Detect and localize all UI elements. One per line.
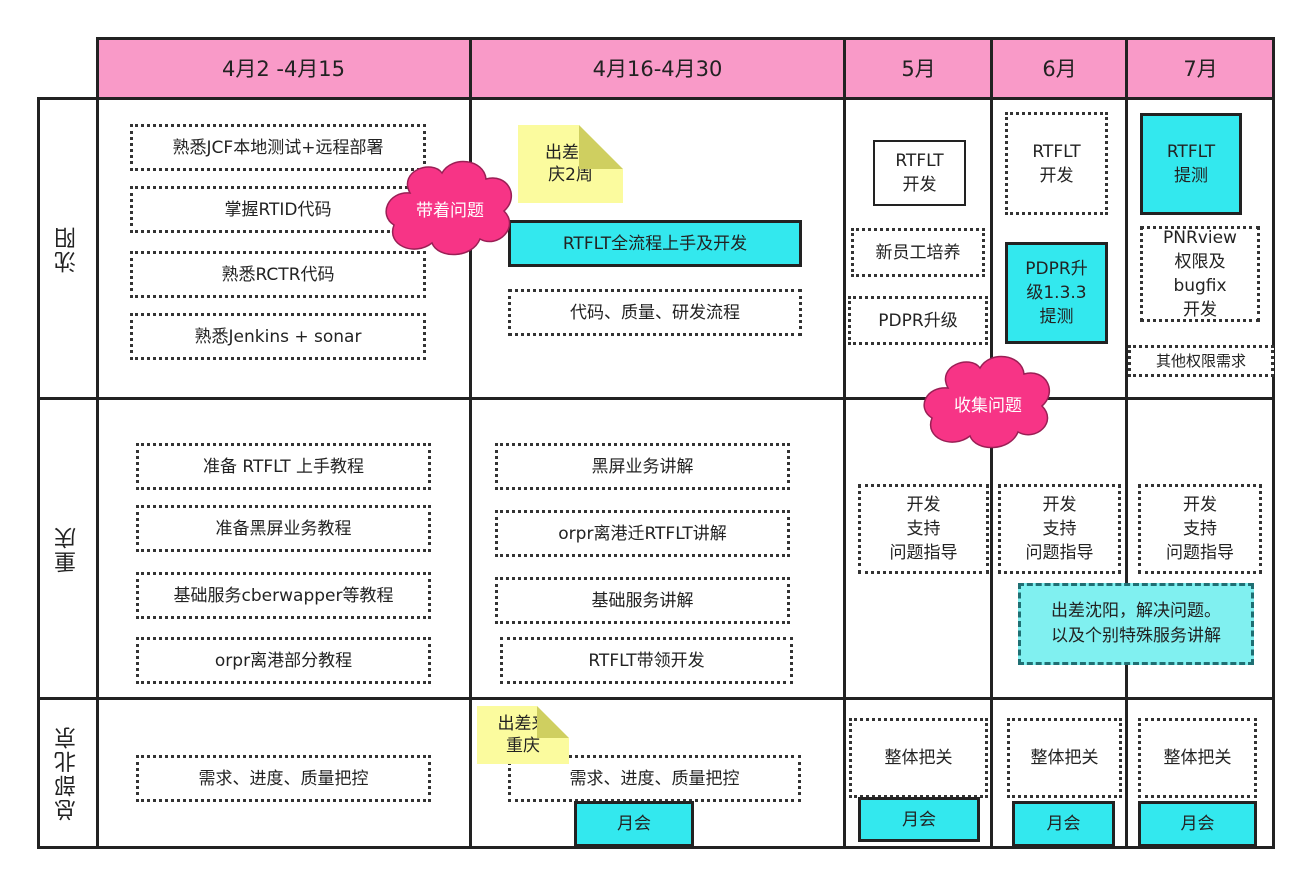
grid-line	[843, 37, 846, 849]
task-blackscreen-lecture: 黑屏业务讲解	[495, 443, 790, 490]
header-may: 5月	[845, 38, 992, 98]
row-label-chongqing: 重庆	[55, 524, 80, 573]
grid-line	[37, 97, 40, 849]
task-pdpr-1-3-3-test: PDPR升 级1.3.3 提测	[1005, 242, 1108, 344]
task-jun-overall-control: 整体把关	[1007, 718, 1122, 798]
task-trip-shenyang: 出差沈阳，解决问题。 以及个别特殊服务讲解	[1018, 583, 1254, 665]
task-rctr-code: 熟悉RCTR代码	[130, 251, 426, 298]
monthly-meeting-jul: 月会	[1138, 801, 1257, 847]
task-may-rtflt-dev: RTFLT 开发	[873, 140, 966, 206]
task-jun-dev-support: 开发 支持 问题指导	[998, 484, 1121, 574]
row-label-beijing: 总部北京	[55, 725, 80, 821]
header-jun: 6月	[992, 38, 1127, 98]
task-orpr-migration-lecture: orpr离港迁RTFLT讲解	[495, 510, 790, 557]
cloud-shape	[923, 355, 1051, 449]
task-jul-overall-control: 整体把关	[1138, 718, 1257, 798]
task-base-service-tutorial: 基础服务cberwapper等教程	[136, 572, 431, 619]
task-pnrview-permission: PNRview 权限及 bugfix 开发	[1140, 226, 1260, 322]
row-label-shenyang: 沈阳	[55, 224, 80, 273]
task-rtid-code: 掌握RTID代码	[130, 186, 426, 233]
cloud-shape	[385, 160, 513, 256]
note-fold-corner	[537, 706, 569, 738]
task-rtflt-tutorial: 准备 RTFLT 上手教程	[136, 443, 431, 490]
task-jenkins-sonar: 熟悉Jenkins + sonar	[130, 313, 426, 360]
grid-line	[96, 37, 1275, 40]
grid-line	[469, 37, 472, 849]
task-code-quality-process: 代码、质量、研发流程	[508, 289, 802, 336]
note-fold-corner	[579, 125, 623, 169]
grid-line	[37, 697, 1275, 700]
task-new-staff-training: 新员工培养	[851, 228, 985, 277]
task-orpr-tutorial: orpr离港部分教程	[136, 637, 431, 684]
sticky-note-trip-chongqing: 出差重 庆2周	[518, 125, 623, 203]
monthly-meeting-may: 月会	[858, 797, 980, 842]
header-apr-early: 4月2 -4月15	[97, 38, 470, 98]
grid-line	[1272, 37, 1275, 849]
task-jcf-deploy: 熟悉JCF本地测试+远程部署	[130, 124, 426, 171]
grid-line	[37, 97, 1275, 100]
task-pdpr-upgrade: PDPR升级	[848, 296, 988, 345]
task-requirement-control-1: 需求、进度、质量把控	[136, 755, 431, 802]
task-other-permission: 其他权限需求	[1128, 345, 1274, 377]
grid-line	[37, 846, 1275, 849]
cloud-bring-issues: 带着问题	[380, 153, 520, 263]
grid-line	[96, 37, 99, 849]
task-jul-dev-support: 开发 支持 问题指导	[1138, 484, 1262, 574]
header-jul: 7月	[1127, 38, 1274, 98]
task-may-overall-control: 整体把关	[849, 718, 988, 798]
cloud-collect-issues: 收集问题	[918, 350, 1058, 456]
header-apr-late: 4月16-4月30	[470, 38, 845, 98]
task-blackscreen-tutorial: 准备黑屏业务教程	[136, 505, 431, 552]
task-rtflt-lead-dev: RTFLT带领开发	[500, 637, 793, 684]
grid-line	[37, 397, 1275, 400]
task-may-dev-support: 开发 支持 问题指导	[858, 484, 989, 574]
task-jun-rtflt-dev: RTFLT 开发	[1005, 112, 1108, 215]
monthly-meeting-apr: 月会	[574, 801, 694, 847]
task-requirement-control-2: 需求、进度、质量把控	[508, 755, 801, 802]
grid-line	[1125, 37, 1128, 849]
monthly-meeting-jun: 月会	[1012, 801, 1115, 847]
task-rtflt-full-process: RTFLT全流程上手及开发	[508, 220, 802, 267]
task-rtflt-test: RTFLT 提测	[1140, 113, 1242, 215]
sticky-note-trip-to-chongqing: 出差来 重庆	[477, 706, 569, 764]
task-base-service-lecture: 基础服务讲解	[495, 577, 790, 624]
